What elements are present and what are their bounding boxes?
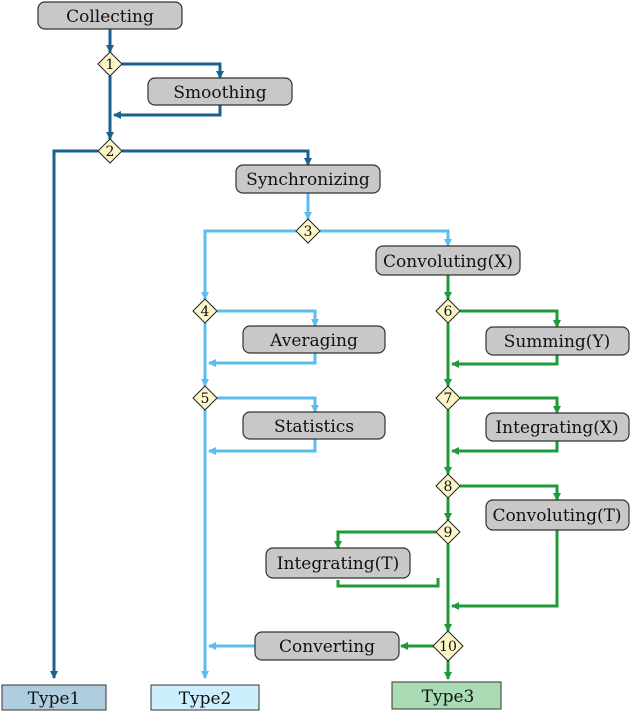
dark-flow-lines xyxy=(50,29,312,679)
edge-averaging-return xyxy=(208,353,317,367)
edge-d6-summing-y xyxy=(460,309,561,328)
edge-d1-smoothing xyxy=(122,62,224,79)
node-convoluting-t-label: Convoluting(T) xyxy=(492,506,621,526)
node-integrating-x-label: Integrating(X) xyxy=(495,418,618,438)
decision-6-label: 6 xyxy=(444,304,453,320)
decision-3-label: 3 xyxy=(304,224,313,240)
edge-integrating-t-return xyxy=(336,578,440,588)
decision-10-label: 10 xyxy=(439,639,457,655)
decision-9: 9 xyxy=(435,519,461,545)
decision-8-label: 8 xyxy=(444,479,453,495)
decision-5: 5 xyxy=(192,385,218,411)
node-converting: Converting xyxy=(254,631,400,661)
decision-7-label: 7 xyxy=(444,391,453,407)
edge-smoothing-return xyxy=(113,105,222,119)
edge-d5-statistics xyxy=(217,396,319,413)
output-type2-label: Type2 xyxy=(179,689,232,709)
decision-1: 1 xyxy=(97,51,123,77)
edge-d9-integrating-t xyxy=(334,530,436,549)
decision-4: 4 xyxy=(192,298,218,324)
edge-d2-type1 xyxy=(50,149,98,679)
node-smoothing: Smoothing xyxy=(147,77,293,106)
decision-7: 7 xyxy=(435,385,461,411)
edge-d8-convoluting-t xyxy=(460,484,561,501)
edge-convoluting-t-return xyxy=(451,530,559,610)
decision-9-label: 9 xyxy=(444,525,453,541)
decision-10: 10 xyxy=(432,630,464,662)
edge-d3-d4 xyxy=(201,229,296,300)
decision-4-label: 4 xyxy=(201,304,210,320)
node-integrating-t: Integrating(T) xyxy=(265,547,411,579)
edge-d4-averaging xyxy=(217,309,319,327)
node-convoluting-t: Convoluting(T) xyxy=(485,499,630,531)
output-type3: Type3 xyxy=(391,681,502,710)
node-collecting-label: Collecting xyxy=(66,7,154,27)
output-type3-label: Type3 xyxy=(422,687,475,707)
output-type2-box xyxy=(150,684,260,711)
green-flow-lines xyxy=(334,275,561,680)
node-statistics: Statistics xyxy=(242,411,386,440)
output-type1-label: Type1 xyxy=(28,689,81,709)
decision-5-label: 5 xyxy=(201,391,210,407)
decision-3: 3 xyxy=(295,218,321,244)
node-averaging-label: Averaging xyxy=(269,331,358,351)
node-summing-y-label: Summing(Y) xyxy=(504,332,611,352)
output-type1-box xyxy=(1,684,107,711)
edge-summing-y-return xyxy=(451,355,559,368)
decision-6: 6 xyxy=(435,298,461,324)
decision-2-label: 2 xyxy=(106,144,115,160)
node-statistics-label: Statistics xyxy=(274,417,354,437)
edge-d3-convoluting-x xyxy=(320,229,452,247)
node-integrating-x: Integrating(X) xyxy=(485,412,630,442)
output-type1: Type1 xyxy=(1,684,107,711)
decision-2: 2 xyxy=(97,138,123,164)
node-converting-label: Converting xyxy=(279,637,375,657)
decision-8: 8 xyxy=(435,473,461,499)
node-smoothing-label: Smoothing xyxy=(173,83,266,103)
node-convoluting-x-label: Convoluting(X) xyxy=(383,252,513,272)
output-type3-box xyxy=(391,681,502,710)
node-averaging: Averaging xyxy=(242,325,386,354)
node-synchronizing: Synchronizing xyxy=(235,164,381,194)
output-type2: Type2 xyxy=(150,684,260,711)
light-flow-lines xyxy=(201,193,452,679)
node-convoluting-x: Convoluting(X) xyxy=(375,245,521,276)
edge-statistics-return xyxy=(208,439,317,455)
node-summing-y: Summing(Y) xyxy=(485,326,630,356)
decision-1-label: 1 xyxy=(106,57,115,73)
node-integrating-t-label: Integrating(T) xyxy=(277,554,399,574)
node-synchronizing-label: Synchronizing xyxy=(246,170,370,190)
node-collecting: Collecting xyxy=(37,1,183,30)
edge-integrating-x-return xyxy=(451,441,559,455)
edge-d2-synchronizing xyxy=(122,149,312,166)
edge-d7-integrating-x xyxy=(460,396,561,414)
